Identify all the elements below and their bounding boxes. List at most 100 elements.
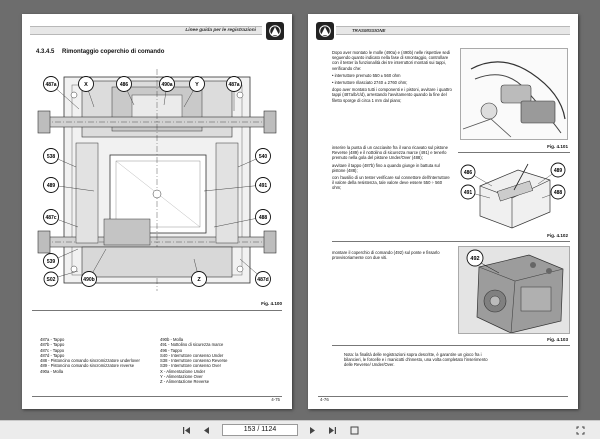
legend-item: 489 - Pistoncino comando sincromizzatore… xyxy=(40,363,135,369)
section-heading: 4.3.4.5 Rimontaggio coperchio di comando xyxy=(36,49,170,55)
footer-rule xyxy=(32,396,282,397)
svg-text:491: 491 xyxy=(259,183,268,189)
brand-logo-icon xyxy=(266,22,284,40)
page-number-right: 4-76 xyxy=(320,397,329,402)
svg-text:487c: 487c xyxy=(45,215,56,221)
figure-101-photo xyxy=(460,48,568,140)
paragraph: inserire la punta di un cacciavite fra i… xyxy=(332,145,448,161)
paragraph: dopo aver montato tutti i componenti e i… xyxy=(332,87,452,103)
first-page-icon xyxy=(182,426,190,434)
svg-text:488: 488 xyxy=(259,215,268,221)
right-page: Trasmissione Dopo aver montato le molle … xyxy=(308,14,578,409)
callout-487c: 487c xyxy=(43,209,59,225)
paragraph: con l'ausilio di un tester verificare su… xyxy=(332,175,450,191)
callout-539: 539 xyxy=(43,253,59,269)
caption-rule xyxy=(458,152,570,153)
svg-text:540: 540 xyxy=(259,154,268,160)
paragraph: montare il coperchio di comando (492) su… xyxy=(332,250,440,261)
legend-item: S40 - Interruttore consenso Under xyxy=(160,352,224,358)
legend-item: 491 - Nottolino di sicurezza marce xyxy=(160,342,224,348)
next-page-button[interactable] xyxy=(306,424,318,436)
paragraph: • interruttore rilasciato 2740 ± 2760 oh… xyxy=(332,80,408,86)
fullscreen-button[interactable] xyxy=(574,424,586,436)
callout-487d: 487d xyxy=(255,271,271,287)
callout-488: 488 xyxy=(255,209,271,225)
callout-489: 489 xyxy=(43,177,59,193)
first-page-button[interactable] xyxy=(180,424,192,436)
svg-text:Y: Y xyxy=(195,82,199,88)
legend-left: 487a - Tappo 487b - Tappo 487c - Tappo 4… xyxy=(40,337,146,374)
fullscreen-icon xyxy=(576,426,584,434)
svg-text:488: 488 xyxy=(554,190,563,196)
svg-text:X: X xyxy=(84,82,88,88)
legend-item: 496 - Tappo xyxy=(160,347,183,353)
legend-item: 490b - Molla xyxy=(160,337,184,342)
svg-text:491: 491 xyxy=(464,190,473,196)
page-number-left: 4-75 xyxy=(271,397,280,402)
legend-item: 487b - Tappo xyxy=(40,342,65,348)
caption-rule xyxy=(332,241,570,242)
callout-487a-top: 487a xyxy=(43,76,59,92)
cover-drawing: 487a X 486 490a Y 487a 538 540 489 491 4… xyxy=(37,69,277,291)
footer-rule xyxy=(318,396,568,397)
section-number: 4.3.4.5 xyxy=(36,49,55,55)
figure-102-drawing: 486 489 491 488 xyxy=(458,156,568,236)
svg-text:486: 486 xyxy=(120,82,129,88)
legend-item: Z - Alimentazione Reverse xyxy=(160,379,210,385)
legend-item: 487c - Tappo xyxy=(40,347,65,353)
figure-caption-103: Fig. 4.103 xyxy=(547,337,568,342)
paragraph: • interruttore premuto 550 ± 560 ohm xyxy=(332,72,401,78)
svg-text:S02: S02 xyxy=(47,277,56,283)
callout-490b: 490b xyxy=(81,271,97,287)
fit-page-button[interactable] xyxy=(348,424,360,436)
legend-item: Y - Alimentazione Over xyxy=(160,374,203,380)
svg-text:Z: Z xyxy=(197,277,201,283)
callout-490a: 490a xyxy=(159,76,175,92)
instructions-block-2: inserire la punta di un cacciavite fra i… xyxy=(332,145,452,193)
left-header: Linee guida per le registrazioni xyxy=(30,22,284,40)
right-header-title: Trasmissione xyxy=(352,28,386,33)
svg-text:490a: 490a xyxy=(161,82,172,88)
figure-caption-100: Fig. 4.100 xyxy=(261,301,282,306)
callout-s02: S02 xyxy=(43,271,59,287)
note-block: Nota: la finalità delle registrazioni so… xyxy=(344,352,488,368)
paragraph: avvitare il tappo (487b) fino a quando g… xyxy=(332,162,440,173)
callout-492: 492 xyxy=(466,249,484,267)
svg-text:489: 489 xyxy=(47,183,56,189)
page-number-field[interactable]: 153 / 1124 xyxy=(222,424,298,436)
figure-caption-102: Fig. 4.102 xyxy=(547,233,568,238)
right-header: Trasmissione xyxy=(316,22,570,40)
paragraph: Dopo aver montato le molle (490a) e (490… xyxy=(332,50,451,71)
callout-540: 540 xyxy=(255,148,271,164)
previous-page-button[interactable] xyxy=(200,424,212,436)
svg-text:487a: 487a xyxy=(45,82,56,88)
svg-text:538: 538 xyxy=(47,154,56,160)
callout-x: X xyxy=(78,76,94,92)
callout-486: 486 xyxy=(116,76,132,92)
legend-item: 488 - Pistoncino comando sincromizzatore… xyxy=(40,358,140,364)
caption-rule xyxy=(332,345,570,346)
callout-538: 538 xyxy=(43,148,59,164)
last-page-button[interactable] xyxy=(326,424,338,436)
svg-text:492: 492 xyxy=(470,256,479,262)
callout-488-fig2: 488 xyxy=(550,184,566,200)
viewer-toolbar: 153 / 1124 xyxy=(0,420,600,439)
svg-text:487d: 487d xyxy=(257,277,268,283)
svg-text:539: 539 xyxy=(47,259,56,265)
svg-text:487a: 487a xyxy=(228,82,239,88)
callout-491: 491 xyxy=(255,177,271,193)
legend-item: 490a - Molla xyxy=(40,368,64,374)
callout-491-fig2: 491 xyxy=(460,184,476,200)
figure-103-photo: 492 xyxy=(458,246,570,334)
caption-rule xyxy=(32,310,282,311)
legend-right: 490b - Molla 491 - Nottolino di sicurezz… xyxy=(160,337,284,385)
left-page: Linee guida per le registrazioni 4.3.4.5… xyxy=(22,14,292,409)
callout-z: Z xyxy=(191,271,207,287)
legend-item: 487d - Tappo xyxy=(40,352,65,358)
previous-page-icon xyxy=(203,426,209,434)
section-title: Rimontaggio coperchio di comando xyxy=(62,49,165,55)
legend-item: S39 - Interruttore consenso Over xyxy=(160,363,221,369)
fit-page-icon xyxy=(350,426,358,434)
legend-item: X - Alimentazione Under xyxy=(160,368,206,374)
next-page-icon xyxy=(309,426,315,434)
